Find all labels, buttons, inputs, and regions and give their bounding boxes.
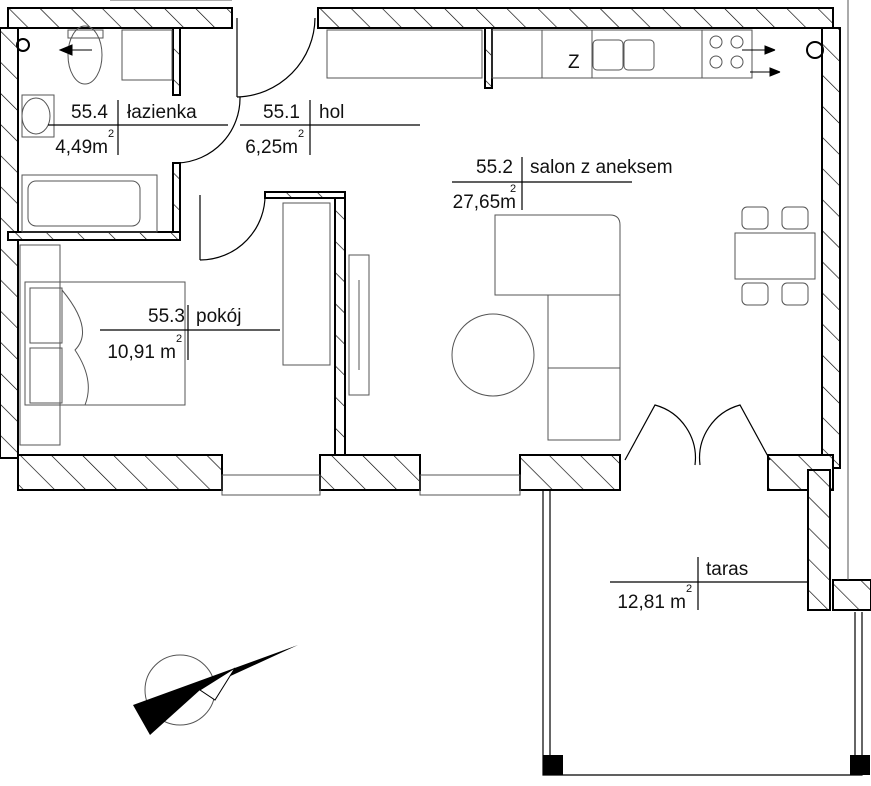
room-area: 10,91 m <box>107 342 176 363</box>
room-name: taras <box>706 559 748 580</box>
terrace-outline <box>542 490 870 776</box>
vent-arrow-icon <box>742 45 781 77</box>
doors <box>177 17 771 466</box>
room-label-taras: taras 12,81 m 2 <box>610 557 808 613</box>
room-number: 55.4 <box>71 102 108 123</box>
room-area: 12,81 m <box>617 592 686 613</box>
room-label-hol: 55.1 hol 6,25m 2 <box>240 100 420 158</box>
living-furniture <box>451 206 816 441</box>
bedroom-furniture <box>19 202 370 446</box>
north-arrow-icon <box>133 645 298 735</box>
bathroom-fixtures <box>16 25 173 233</box>
room-area: 4,49m <box>55 137 108 158</box>
room-label-salon: 55.2 salon z aneksem 27,65m 2 <box>452 157 673 213</box>
room-name: hol <box>319 102 344 123</box>
room-area: 6,25m <box>245 137 298 158</box>
area-unit-superscript: 2 <box>510 183 516 195</box>
area-unit-superscript: 2 <box>686 583 692 595</box>
vent-arrow-icon <box>58 44 92 56</box>
room-label-pokoj: 55.3 pokój 10,91 m 2 <box>100 305 280 363</box>
walls <box>0 7 871 611</box>
room-area: 27,65m <box>453 192 516 213</box>
room-number: 55.3 <box>148 306 185 327</box>
room-name: salon z aneksem <box>530 157 673 178</box>
room-number: 55.2 <box>476 157 513 178</box>
room-name: łazienka <box>127 102 197 123</box>
area-unit-superscript: 2 <box>108 128 114 140</box>
area-unit-superscript: 2 <box>176 333 182 345</box>
windows <box>110 0 849 580</box>
room-name: pokój <box>196 306 241 327</box>
kitchen-fixtures <box>326 29 824 79</box>
room-number: 55.1 <box>263 102 300 123</box>
room-label-lazienka: 55.4 łazienka 4,49m 2 <box>48 100 228 158</box>
area-unit-superscript: 2 <box>298 128 304 140</box>
kitchen-marker: Z <box>568 52 580 73</box>
